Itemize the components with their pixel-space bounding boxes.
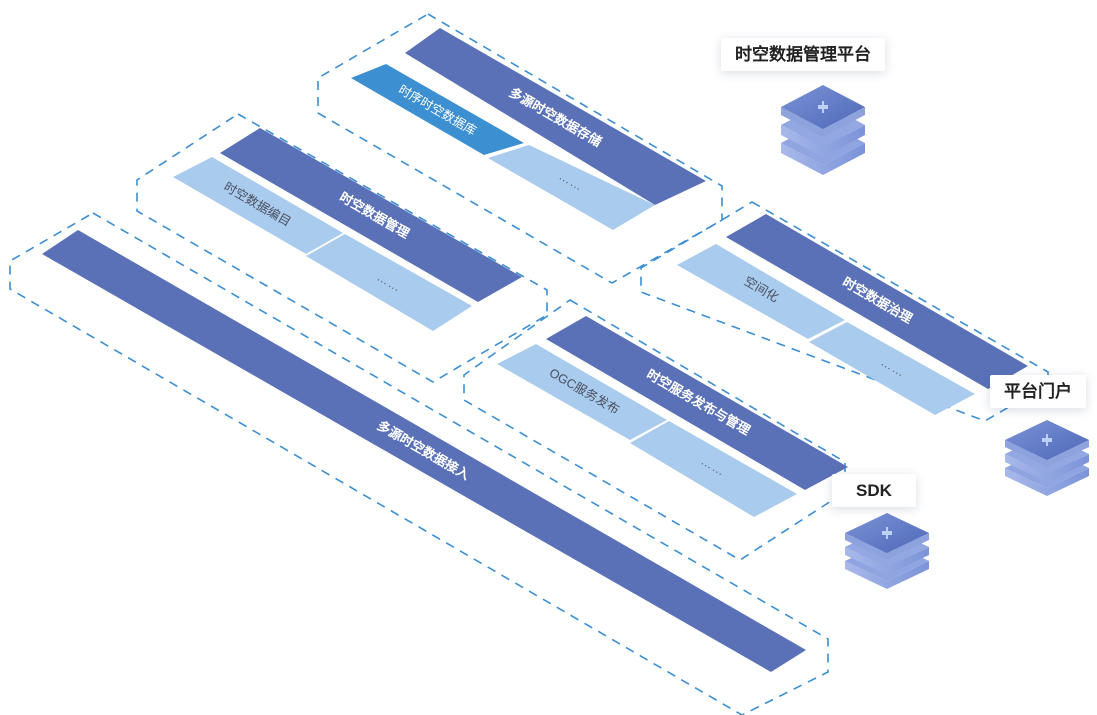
management-title-bar [220, 128, 522, 302]
publish-title-bar [546, 316, 848, 490]
storage-title-bar [405, 28, 706, 205]
storage-item-more [488, 145, 655, 230]
governance-item-more [809, 322, 975, 415]
publish-platform-outline [463, 299, 846, 561]
layers-icon [845, 513, 929, 589]
access-platform-outline [9, 212, 829, 715]
portal-label: 平台门户 [1004, 382, 1072, 401]
publish-item-more [630, 421, 797, 517]
storage-item-tsdb [351, 64, 524, 155]
layers-icon [781, 85, 865, 175]
storage-platform-outline [317, 13, 723, 284]
governance-platform-outline [640, 201, 1049, 422]
publish-item-ogc [497, 344, 667, 440]
management-item-catalog [173, 157, 343, 254]
layers-icon [1005, 420, 1089, 496]
governance-item-spatial [677, 244, 845, 339]
sdk-label: SDK [856, 481, 892, 500]
platform-title-tag: 时空数据管理平台 [721, 38, 885, 71]
management-platform-outline [136, 113, 548, 383]
management-item-more [306, 234, 472, 331]
platform-title: 时空数据管理平台 [735, 45, 871, 64]
portal-tag: 平台门户 [990, 375, 1086, 408]
sdk-tag: SDK [832, 474, 916, 507]
access-title-bar [42, 230, 806, 672]
governance-title-bar [726, 214, 1028, 389]
